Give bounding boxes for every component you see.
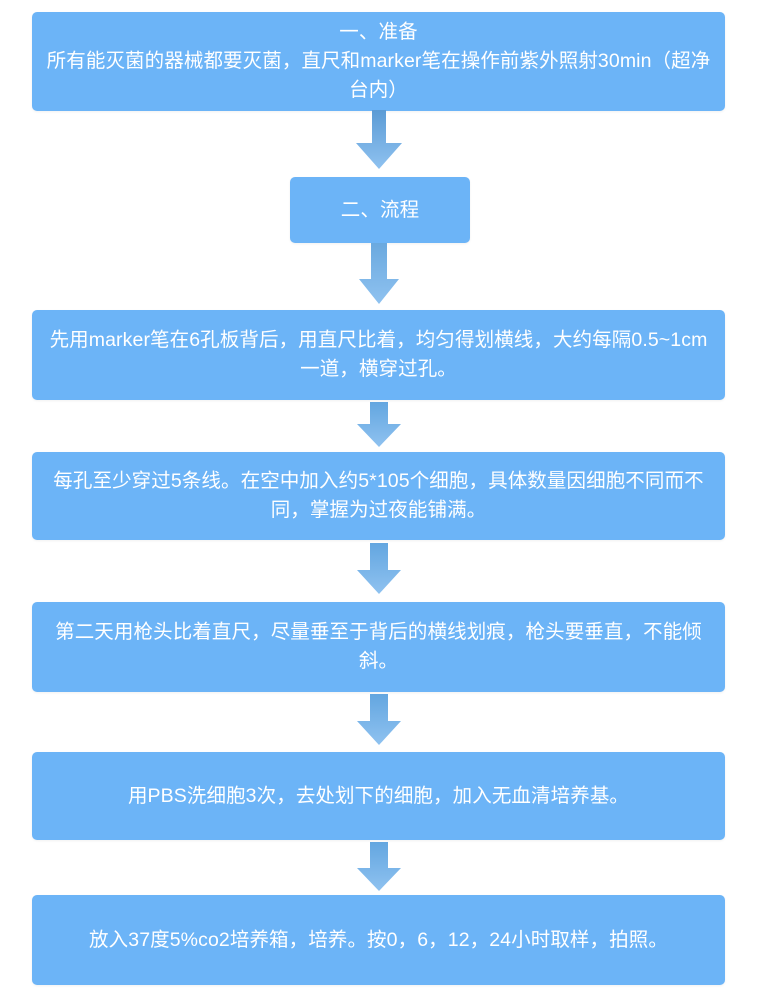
flow-node-seed-cells[interactable]: 每孔至少穿过5条线。在空中加入约5*105个细胞，具体数量因细胞不同而不同，掌握… [32,452,725,540]
flow-node-seed-cells-label: 每孔至少穿过5条线。在空中加入约5*105个细胞，具体数量因细胞不同而不同，掌握… [53,470,704,521]
down-arrow-icon [356,842,402,892]
down-arrow-icon [356,402,402,448]
down-arrow-icon [355,110,403,170]
flow-node-preparation-label: 一、准备 所有能灭菌的器械都要灭菌，直尺和marker笔在操作前紫外照射30mi… [46,21,711,101]
flow-node-incubate-label: 放入37度5%co2培养箱，培养。按0，6，12，24小时取样，拍照。 [89,928,668,951]
flow-node-draw-lines-label: 先用marker笔在6孔板背后，用直尺比着，均匀得划横线，大约每隔0.5~1cm… [49,329,708,380]
flow-node-draw-lines[interactable]: 先用marker笔在6孔板背后，用直尺比着，均匀得划横线，大约每隔0.5~1cm… [32,310,725,400]
flow-node-scratch[interactable]: 第二天用枪头比着直尺，尽量垂至于背后的横线划痕，枪头要垂直，不能倾斜。 [32,602,725,692]
flow-node-wash-pbs-label: 用PBS洗细胞3次，去处划下的细胞，加入无血清培养基。 [127,784,630,807]
flow-node-scratch-label: 第二天用枪头比着直尺，尽量垂至于背后的横线划痕，枪头要垂直，不能倾斜。 [55,621,702,672]
down-arrow-icon [356,543,402,595]
flow-node-incubate[interactable]: 放入37度5%co2培养箱，培养。按0，6，12，24小时取样，拍照。 [32,895,725,985]
down-arrow-icon [358,243,400,305]
down-arrow-icon [356,694,402,746]
flow-node-wash-pbs[interactable]: 用PBS洗细胞3次，去处划下的细胞，加入无血清培养基。 [32,752,725,840]
flow-node-preparation[interactable]: 一、准备 所有能灭菌的器械都要灭菌，直尺和marker笔在操作前紫外照射30mi… [32,12,725,111]
flow-node-process-label: 二、流程 [340,198,420,221]
flow-node-process[interactable]: 二、流程 [290,177,470,243]
